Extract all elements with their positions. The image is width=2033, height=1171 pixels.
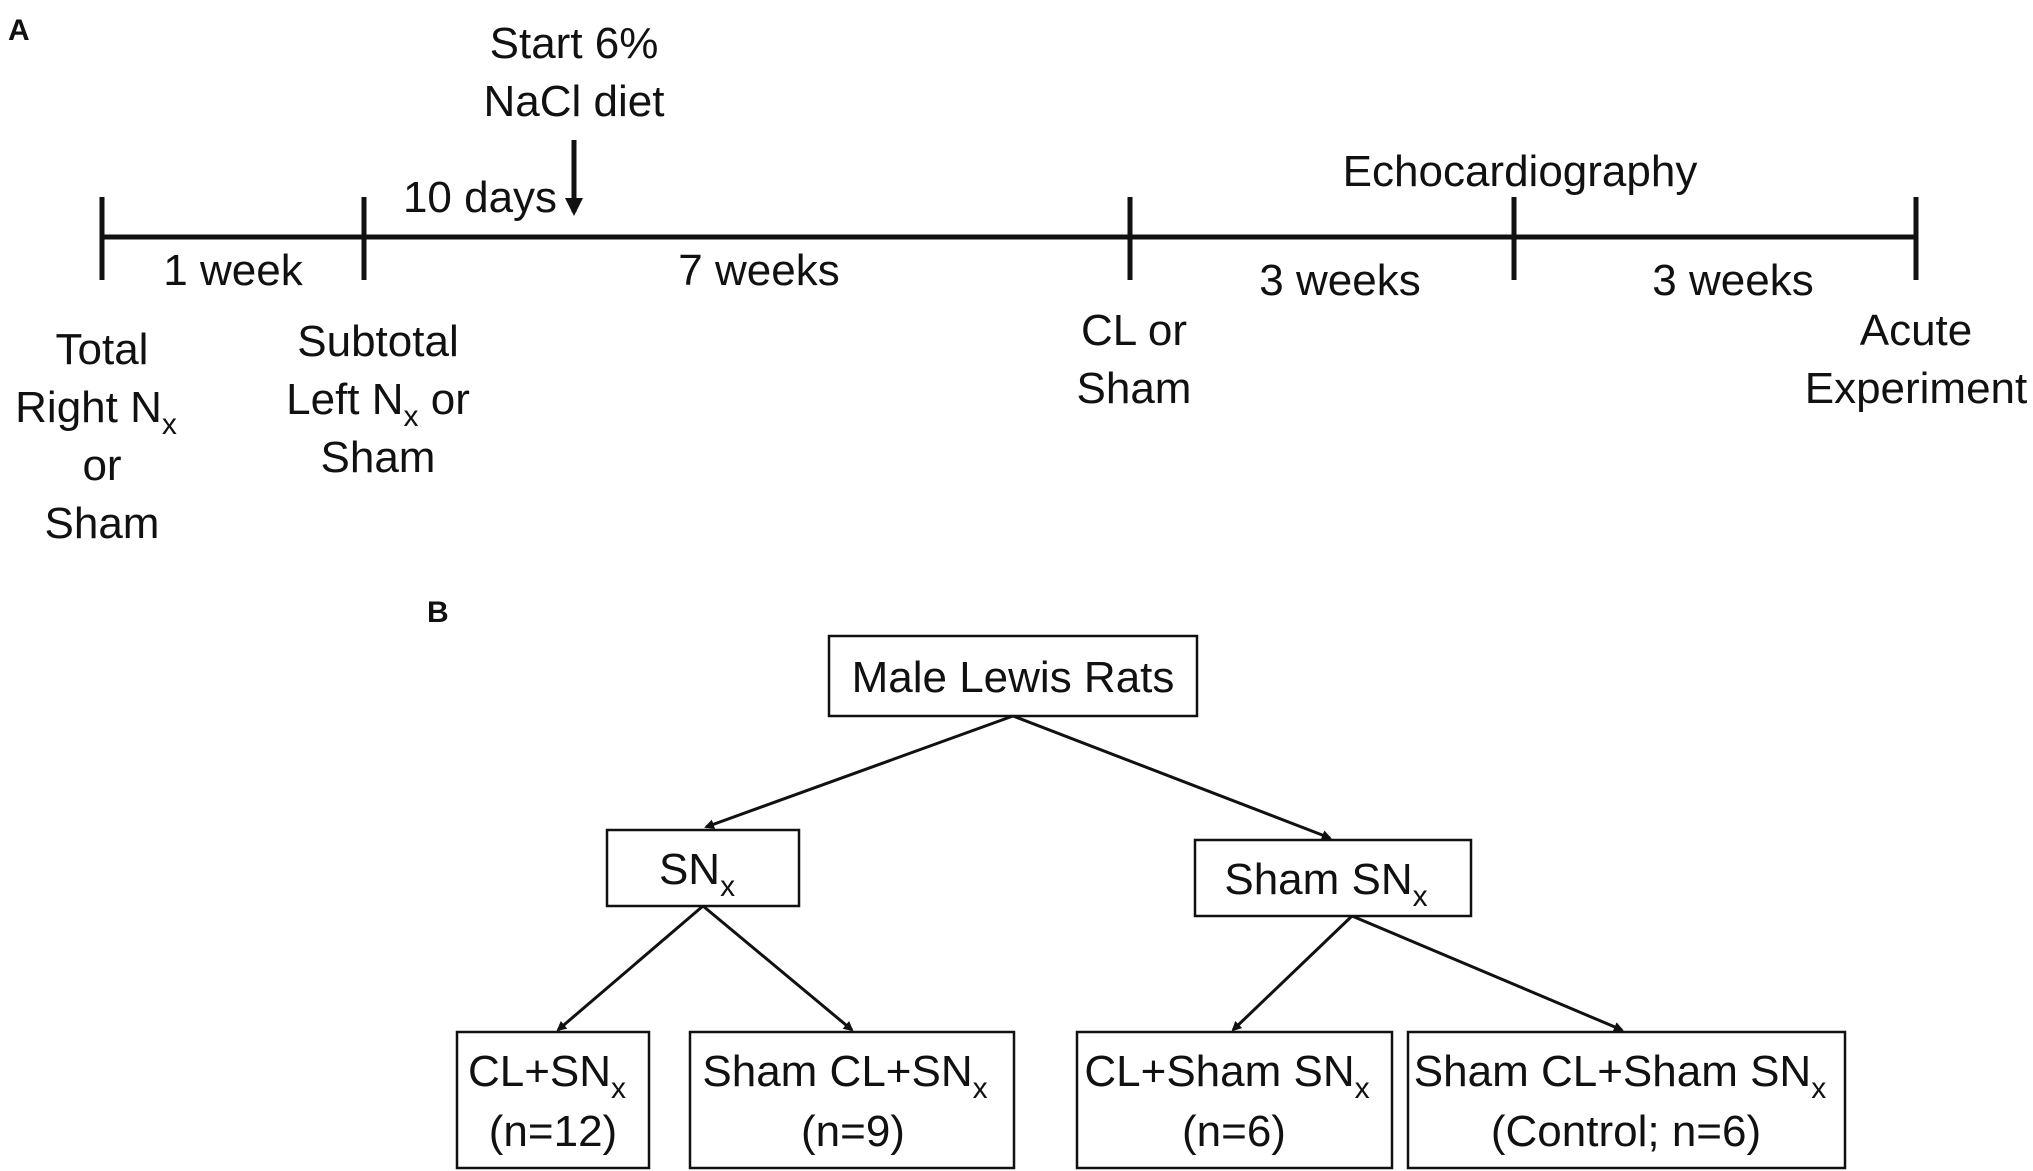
event-total-right-nx: Total Right Nx or Sham <box>15 325 177 548</box>
leaf-label-subscript: x <box>1811 1072 1826 1105</box>
event-text: Sham <box>1077 364 1192 413</box>
event-text-main: Right N <box>15 383 162 432</box>
leaf-label-subscript: x <box>611 1072 626 1105</box>
snx-label-main: SN <box>659 845 720 894</box>
event-subtotal-left-nx: Subtotal Left Nx or Sham <box>286 317 470 482</box>
timeline: Start 6% NaCl diet 10 days Echocardiogra… <box>15 19 2027 548</box>
sham-snx-label: Sham SNx <box>1224 855 1427 913</box>
root-box <box>827 634 1199 718</box>
snx-label: SNx <box>659 845 735 903</box>
connector-arrow <box>1351 914 1624 1032</box>
event-text: Experiment <box>1805 364 2028 413</box>
connector-arrow <box>702 904 854 1032</box>
sham-snx-box <box>1193 838 1473 918</box>
event-cl-or-sham: CL or Sham <box>1077 306 1192 413</box>
leaf-count: (Control; n=6) <box>1491 1107 1761 1156</box>
panel-label-a: A <box>8 14 30 47</box>
interval-label: 3 weeks <box>1259 256 1420 305</box>
connector-arrow <box>556 904 704 1032</box>
connector-arrow <box>704 714 1014 829</box>
leaf-label-main: CL+Sham SN <box>1084 1047 1354 1096</box>
panel-label-b: B <box>427 596 449 629</box>
leaf-label: CL+SNx <box>468 1047 626 1105</box>
leaf-label: CL+Sham SNx <box>1084 1047 1369 1105</box>
event-text: Acute <box>1860 306 1973 355</box>
leaf-label-subscript: x <box>1355 1072 1370 1105</box>
event-text: Total <box>56 325 149 374</box>
event-text-subscript: x <box>162 408 177 441</box>
sham-snx-label-subscript: x <box>1413 880 1428 913</box>
root-label: Male Lewis Rats <box>852 653 1175 702</box>
sham-snx-label-main: Sham SN <box>1224 855 1412 904</box>
event-text: Sham <box>45 499 160 548</box>
interval-label: 3 weeks <box>1652 256 1813 305</box>
leaf-box-control <box>1406 1030 1847 1170</box>
echo-label: Echocardiography <box>1343 147 1698 196</box>
leaf-count: (n=6) <box>1182 1107 1286 1156</box>
leaf-label-subscript: x <box>973 1072 988 1105</box>
leaf-label-main: Sham CL+Sham SN <box>1414 1047 1811 1096</box>
leaf-label-main: CL+SN <box>468 1047 611 1096</box>
connector-arrow <box>1012 714 1332 840</box>
leaf-box-sham-cl-snx <box>688 1030 1016 1170</box>
leaf-count: (n=9) <box>801 1107 905 1156</box>
event-text-main: Left N <box>286 375 403 424</box>
leaf-count: (n=12) <box>489 1107 617 1156</box>
snx-label-subscript: x <box>720 870 735 903</box>
diet-label-line2: NaCl diet <box>484 77 665 126</box>
interval-label: 7 weeks <box>678 246 839 295</box>
event-text: Right Nx <box>15 383 177 441</box>
leaf-label: Sham CL+Sham SNx <box>1414 1047 1826 1105</box>
event-text: CL or <box>1081 306 1187 355</box>
leaf-box-cl-snx <box>455 1030 651 1170</box>
flowchart: Male Lewis Rats SNx Sham SNx CL+SNx (n=1… <box>455 634 1847 1170</box>
interval-label: 1 week <box>163 246 303 295</box>
snx-box <box>605 828 801 908</box>
event-text-subscript: x <box>404 400 419 433</box>
event-text: Left Nx or <box>286 375 470 433</box>
event-text-suffix: or <box>419 375 470 424</box>
event-text: Subtotal <box>297 317 458 366</box>
event-text: or <box>82 441 121 490</box>
event-text: Sham <box>321 433 436 482</box>
leaf-label: Sham CL+SNx <box>702 1047 987 1105</box>
leaf-label-main: Sham CL+SN <box>702 1047 972 1096</box>
diet-label-line1: Start 6% <box>490 19 659 68</box>
ten-days-label: 10 days <box>403 173 557 222</box>
leaf-box-cl-sham-snx <box>1075 1030 1394 1170</box>
event-acute-experiment: Acute Experiment <box>1805 306 2028 413</box>
connector-arrow <box>1231 914 1354 1032</box>
